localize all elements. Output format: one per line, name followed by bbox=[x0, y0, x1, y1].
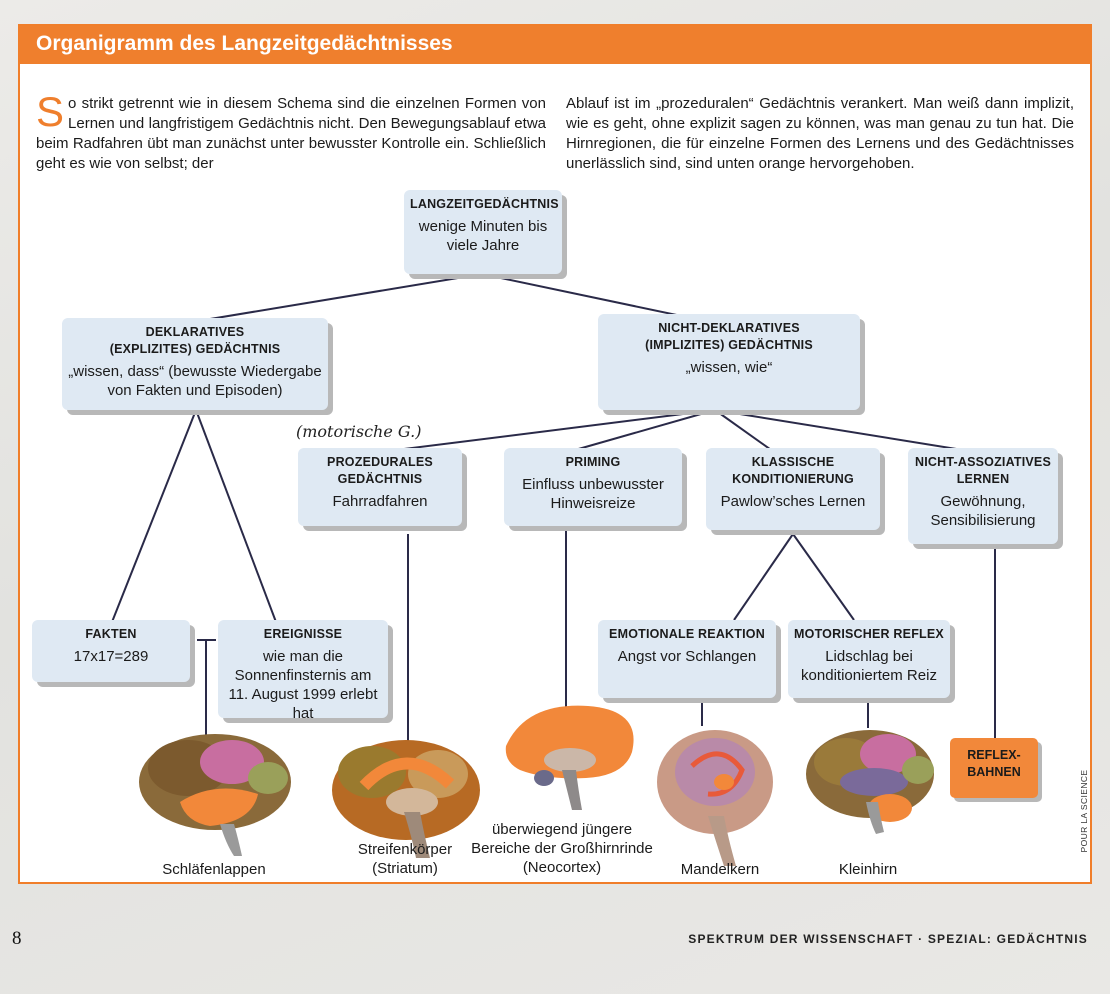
label-temporal-lobe: Schläfenlappen bbox=[162, 861, 266, 878]
page-number: 8 bbox=[12, 928, 22, 949]
node-facts: FAKTEN 17x17=289 bbox=[32, 620, 190, 682]
brain-cerebellum bbox=[806, 730, 934, 834]
node-procedural-memory: PROZEDURALES GEDÄCHTNIS Fahrradfahren bbox=[298, 448, 462, 526]
line-nd-priming bbox=[567, 409, 716, 453]
node-title: LANGZEITGEDÄCHTNIS bbox=[410, 197, 559, 211]
node-desc: Angst vor Schlangen bbox=[617, 648, 757, 665]
header-bar: Organigramm des Langzeitgedächtnisses bbox=[20, 26, 1090, 64]
line-nd-procedural bbox=[379, 409, 716, 453]
label-neocortex-line1: überwiegend jüngere bbox=[491, 821, 633, 838]
node-title-1: NICHT-DEKLARATIVES bbox=[658, 321, 800, 335]
node-title-1: PROZEDURALES bbox=[327, 455, 433, 469]
publication-footer: SPEKTRUM DER WISSENSCHAFT · SPEZIAL: GED… bbox=[688, 932, 1088, 946]
node-events: EREIGNISSE wie man die Sonnenfinsternis … bbox=[218, 620, 388, 722]
line-nd-classical bbox=[714, 409, 775, 453]
label-cerebellum: Kleinhirn bbox=[838, 861, 898, 878]
node-desc: wenige Minuten bis viele Jahre bbox=[418, 218, 548, 254]
node-desc: „wissen, dass“ (bewusste Wiedergabe von … bbox=[68, 363, 322, 399]
node-motor-reflex: MOTORISCHER REFLEX Lidschlag bei konditi… bbox=[788, 620, 950, 698]
brain-temporal-lobe bbox=[139, 734, 291, 856]
node-desc: Einfluss unbewusster Hinweisreize bbox=[522, 476, 664, 512]
node-title: MOTORISCHER REFLEX bbox=[794, 627, 944, 641]
line-nd-nonassoc bbox=[714, 409, 976, 453]
node-title: PRIMING bbox=[565, 455, 621, 469]
node-title: FAKTEN bbox=[85, 627, 137, 641]
label-striatum-line2: (Striatum) bbox=[372, 860, 438, 877]
dropcap: S bbox=[36, 88, 65, 135]
node-emotional-reaction: EMOTIONALE REAKTION Angst vor Schlangen bbox=[598, 620, 776, 698]
node-title-2: (IMPLIZITES) GEDÄCHTNIS bbox=[645, 338, 813, 352]
node-nondeclarative-memory: NICHT-DEKLARATIVES (IMPLIZITES) GEDÄCHTN… bbox=[598, 314, 860, 410]
node-nonassociative-learning: NICHT-ASSOZIATIVES LERNEN Gewöhnung, Sen… bbox=[908, 448, 1058, 544]
line-root-declarative bbox=[191, 273, 483, 323]
label-amygdala: Mandelkern bbox=[680, 861, 760, 878]
handwritten-annotation: (motorische G.) bbox=[296, 422, 422, 441]
label-striatum: Streifenkörper (Striatum) bbox=[342, 840, 468, 878]
node-title: EREIGNISSE bbox=[263, 627, 343, 641]
brain-amygdala bbox=[657, 730, 773, 866]
image-credit: POUR LA SCIENCE bbox=[1079, 769, 1089, 853]
intro-right: Ablauf ist im „prozeduralen“ Gedächtnis … bbox=[566, 95, 1074, 172]
node-title-2: BAHNEN bbox=[967, 765, 1021, 779]
connector-lines bbox=[111, 273, 996, 866]
node-title: EMOTIONALE REAKTION bbox=[609, 627, 765, 641]
line-declarative-facts bbox=[111, 409, 197, 623]
node-title-2: LERNEN bbox=[956, 472, 1010, 486]
node-title-2: GEDÄCHTNIS bbox=[337, 472, 423, 486]
line-classical-motor bbox=[792, 533, 855, 621]
brain-striatum bbox=[332, 740, 480, 858]
node-declarative-memory: DEKLARATIVES (EXPLIZITES) GEDÄCHTNIS „wi… bbox=[62, 318, 328, 410]
node-desc: Gewöhnung, Sensibilisierung bbox=[930, 493, 1036, 529]
node-title-1: REFLEX- bbox=[967, 748, 1021, 762]
node-title-2: (EXPLIZITES) GEDÄCHTNIS bbox=[109, 342, 281, 356]
line-declarative-events bbox=[195, 409, 277, 623]
node-desc: wie man die Sonnenfinsternis am 11. Augu… bbox=[228, 648, 378, 722]
node-priming: PRIMING Einfluss unbewusster Hinweisreiz… bbox=[504, 448, 682, 526]
label-striatum-line1: Streifenkörper bbox=[357, 841, 453, 858]
node-desc: Pawlow’sches Lernen bbox=[720, 493, 866, 510]
label-neocortex-line2: Bereiche der Großhirnrinde bbox=[471, 840, 653, 857]
node-reflex-pathways: REFLEX- BAHNEN bbox=[950, 738, 1038, 798]
intro-left-text: o strikt getrennt wie in diesem Schema s… bbox=[36, 95, 546, 172]
node-desc: „wissen, wie“ bbox=[685, 359, 773, 376]
node-desc: Lidschlag bei konditioniertem Reiz bbox=[801, 648, 937, 684]
line-classical-emotional bbox=[733, 533, 794, 621]
label-neocortex: überwiegend jüngere Bereiche der Großhir… bbox=[456, 820, 668, 877]
node-title-1: DEKLARATIVES bbox=[145, 325, 245, 339]
page-title: Organigramm des Langzeitgedächtnisses bbox=[36, 32, 453, 55]
node-desc: Fahrradfahren bbox=[332, 493, 428, 510]
node-classical-conditioning: KLASSISCHE KONDITIONIERUNG Pawlow’sches … bbox=[706, 448, 880, 530]
node-long-term-memory: LANGZEITGEDÄCHTNIS wenige Minuten bis vi… bbox=[404, 190, 562, 274]
node-desc: 17x17=289 bbox=[73, 648, 149, 665]
label-neocortex-line3: (Neocortex) bbox=[522, 859, 602, 876]
node-title-1: KLASSISCHE bbox=[751, 455, 835, 469]
node-title-2: KONDITIONIERUNG bbox=[732, 472, 854, 486]
brain-neocortex bbox=[505, 705, 634, 810]
node-title-1: NICHT-ASSOZIATIVES bbox=[914, 455, 1052, 469]
